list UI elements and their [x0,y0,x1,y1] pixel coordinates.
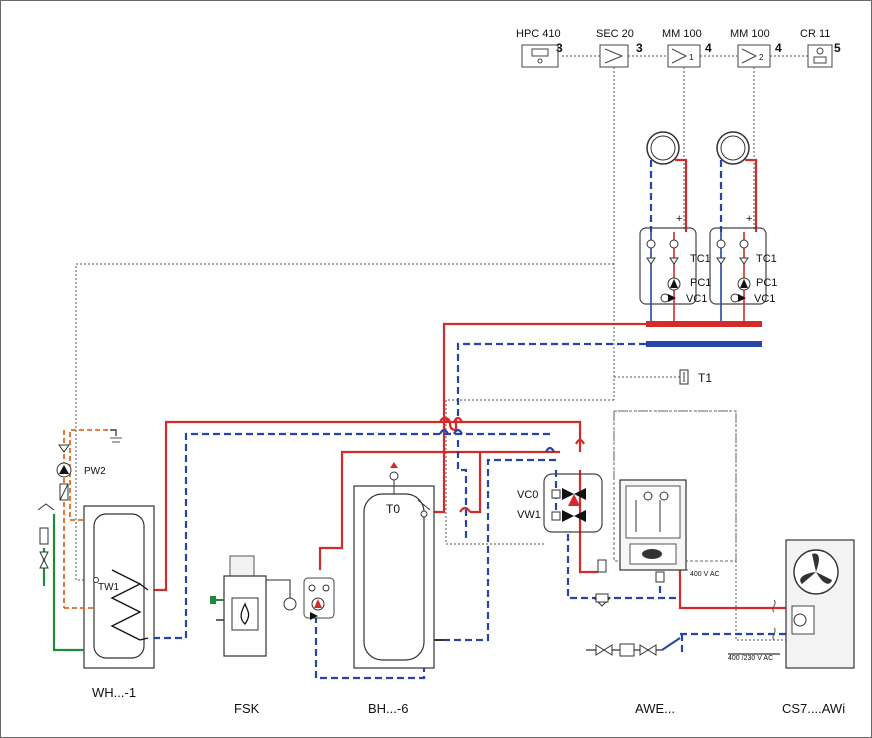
radiator-icon [646,131,680,165]
plus-label: + [746,213,752,225]
unit-label-wh: WH...-1 [92,685,136,700]
t0-label: T0 [386,502,400,516]
unit-label-cs7: CS7....AWi [782,701,845,716]
controller-hpc410: HPC 410 3 [516,28,563,68]
tc1-label: TC1 [756,253,777,265]
channel-number: 2 [759,53,764,62]
manifold [646,321,762,347]
controller-label: MM 100 [662,28,702,40]
voltage-400-230-label: 400 /230 V AC [728,655,773,662]
diverter-valves: VC0 VW1 [517,473,603,533]
signal-wiring [75,67,820,641]
pump-group-2 [709,227,767,305]
plus-label: + [676,213,682,225]
radiator-icon [716,131,750,165]
controller-number: 3 [636,41,643,55]
controller-number: 5 [834,41,841,55]
coil-icon [110,569,142,641]
controller-mm100-1: MM 100 4 1 [662,28,712,68]
controller-label: CR 11 [800,28,830,40]
return-manifold [646,341,762,347]
vc1-label: VC1 [686,293,707,305]
controller-sec20: SEC 20 3 [596,28,643,68]
vw1-label: VW1 [517,509,541,521]
heating-circuit-2: + TC1 PC1 VC1 [709,131,777,322]
controller-mm100-2: MM 100 4 2 [730,28,782,68]
controller-label: SEC 20 [596,28,634,40]
sensor-t1: T1 [679,369,712,385]
pc1-label: PC1 [690,277,711,289]
channel-number: 1 [689,53,694,62]
vc1-label: VC1 [754,293,775,305]
boiler-loading-unit [303,577,335,620]
controller-number: 3 [556,41,563,55]
tc1-label: TC1 [690,253,711,265]
dhw-tank: TW1 [83,505,155,669]
pc1-label: PC1 [756,277,777,289]
dhw-piping: PW2 [37,429,122,652]
controller-number: 4 [705,41,712,55]
solid-fuel-boiler [210,555,297,657]
unit-labels: WH...-1 FSK BH...-6 AWE... CS7....AWi [92,685,845,716]
unit-label-bh: BH...-6 [368,701,408,716]
outdoor-unit-cs7 [772,539,855,669]
unit-label-fsk: FSK [234,701,260,716]
fill-line [586,637,681,657]
controller-cr11: CR 11 5 [800,28,841,68]
tw1-label: TW1 [98,582,120,593]
controller-label: HPC 410 [516,28,561,40]
controller-number: 4 [775,41,782,55]
pw2-label: PW2 [84,466,106,477]
voltage-400-label: 400 V AC [690,571,720,578]
crossover-bumps [439,416,585,513]
indoor-unit-awe: 400 V AC 400 /230 V AC [592,410,780,662]
vc0-label: VC0 [517,489,538,501]
heating-circuit-1: + TC1 PC1 VC1 [639,131,711,322]
unit-label-awe: AWE... [635,701,675,716]
pump-group-1 [639,227,697,305]
buffer-tank: T0 [353,462,446,669]
flow-manifold [646,321,762,327]
t1-label: T1 [698,371,712,385]
flame-icon [240,602,250,625]
controller-label: MM 100 [730,28,770,40]
